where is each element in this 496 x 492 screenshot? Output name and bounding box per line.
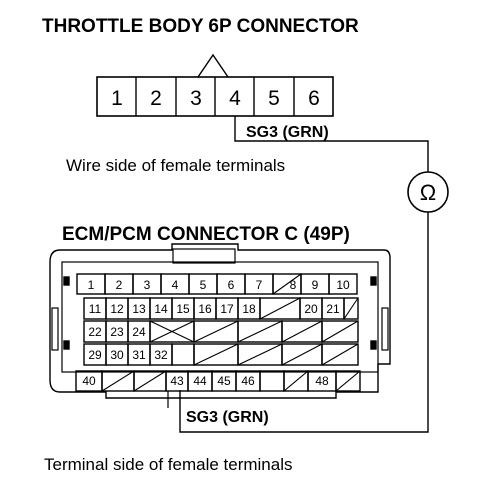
ecm-latch-mark-left-lower	[63, 340, 70, 350]
ecm-connector	[49, 243, 391, 399]
throttle-pin-2: 2	[150, 87, 162, 110]
ecm-wire-label: SG3 (GRN)	[186, 409, 269, 426]
ecm-pin-12: 12	[110, 302, 124, 316]
ecm-pin-45: 45	[217, 374, 231, 388]
ecm-pin-18: 18	[242, 302, 256, 316]
ecm-side-tab-right	[381, 307, 389, 351]
probe-wire-throttle	[234, 116, 429, 172]
ecm-pin-44: 44	[193, 374, 207, 388]
ecm-pin-7: 7	[256, 278, 263, 292]
ecm-pin-9: 9	[312, 278, 319, 292]
ecm-row2-cells	[83, 297, 359, 320]
ecm-pin-15: 15	[176, 302, 190, 316]
throttle-connector-title: THROTTLE BODY 6P CONNECTOR	[42, 16, 359, 37]
ecm-pin-48: 48	[315, 374, 329, 388]
ecm-inner-housing	[61, 261, 379, 373]
ecm-lock-tab	[172, 248, 236, 264]
ecm-pin-31: 31	[132, 348, 146, 362]
ecm-pin-43: 43	[170, 374, 184, 388]
unused-cavity-hatching	[101, 273, 361, 392]
ecm-pin-11: 11	[89, 302, 102, 316]
ecm-pin-14: 14	[154, 302, 168, 316]
ecm-pin-16: 16	[198, 302, 212, 316]
ecm-connector-title: ECM/PCM CONNECTOR C (49P)	[62, 224, 350, 245]
throttle-pin-6: 6	[308, 87, 320, 110]
ecm-pin-30: 30	[110, 348, 124, 362]
ecm-pin-22: 22	[88, 325, 102, 339]
ecm-pin-6: 6	[228, 278, 235, 292]
ecm-pin-24: 24	[132, 325, 146, 339]
throttle-wire-label: SG3 (GRN)	[246, 124, 329, 141]
ecm-row5-cells	[75, 370, 361, 392]
ecm-row1-cells	[76, 273, 358, 295]
throttle-caption: Wire side of female terminals	[66, 156, 285, 175]
throttle-pin-5: 5	[268, 87, 280, 110]
throttle-pin-dividers	[135, 77, 295, 116]
ecm-pin-32: 32	[154, 348, 168, 362]
throttle-pin-3: 3	[190, 87, 202, 110]
ecm-pin-5: 5	[200, 278, 207, 292]
ecm-side-tab-left	[51, 307, 59, 351]
ecm-pin-13: 13	[132, 302, 146, 316]
throttle-pin-1: 1	[111, 87, 123, 110]
ecm-caption: Terminal side of female terminals	[44, 455, 292, 474]
connector-lock-tab	[197, 53, 229, 78]
ecm-pin-3: 3	[144, 278, 151, 292]
ecm-pin-1: 1	[88, 278, 95, 292]
ecm-pin-40: 40	[82, 374, 96, 388]
ecm-pin-46: 46	[241, 374, 255, 388]
ecm-pin-2: 2	[116, 278, 123, 292]
ecm-outer-shell	[49, 243, 391, 399]
throttle-connector	[96, 53, 334, 117]
probe-wire-ecm	[179, 212, 429, 433]
ecm-row3-cells	[83, 320, 359, 343]
ohmmeter-icon: Ω	[407, 171, 449, 213]
ecm-row4-cells	[83, 343, 359, 366]
ecm-pin-23: 23	[110, 325, 124, 339]
ecm-latch-mark-right	[370, 276, 377, 286]
ecm-pin-8: 8	[290, 278, 297, 292]
ecm-latch-mark-right-lower	[370, 340, 377, 350]
ecm-pin-21: 21	[326, 302, 340, 316]
ohm-symbol: Ω	[420, 180, 436, 205]
ecm-pin-17: 17	[220, 302, 234, 316]
ecm-pin-20: 20	[304, 302, 318, 316]
ecm-pin-29: 29	[88, 348, 102, 362]
throttle-pin-4: 4	[229, 87, 241, 110]
ecm-latch-mark-left	[63, 276, 70, 286]
ecm-pin-4: 4	[172, 278, 179, 292]
ecm-pin-10: 10	[336, 278, 350, 292]
